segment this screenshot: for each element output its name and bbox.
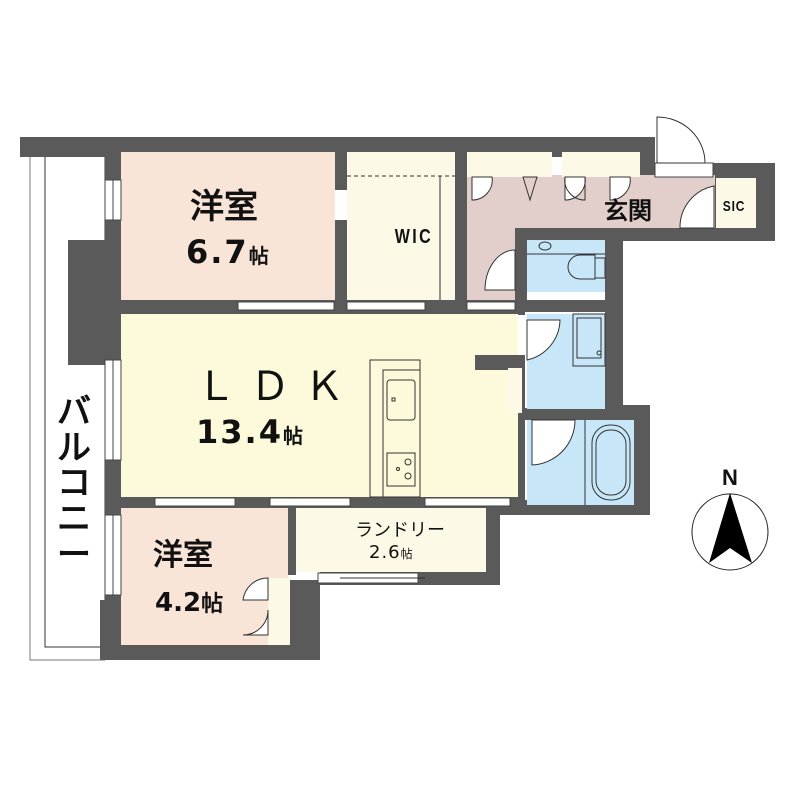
kitchen-sink	[386, 379, 416, 421]
laundry-area-unit: 帖	[400, 547, 414, 561]
room-fills	[121, 152, 756, 645]
compass	[691, 493, 769, 571]
bedroom2-area: 4.2帖	[155, 590, 223, 616]
ldk-notch	[475, 355, 525, 370]
sic-floor	[716, 178, 756, 228]
laundry-label: ランドリー	[355, 520, 445, 541]
bedroom1-area: 6.7帖	[186, 236, 269, 268]
wic-floor	[347, 152, 455, 300]
ldk-area-value: 13.4	[196, 413, 283, 451]
balcony-char: ー	[57, 534, 91, 575]
bedroom1-area-value: 6.7	[186, 233, 249, 271]
toilet-tank	[538, 241, 552, 251]
compass-north-label: N	[722, 465, 738, 490]
bedroom1-label: 洋室	[190, 187, 258, 227]
washbasin	[572, 313, 606, 367]
kitchen-counter	[369, 359, 421, 498]
wic-label: WIC	[394, 226, 434, 248]
balcony-char: ル	[57, 427, 91, 468]
ldk-label: ＬＤＫ	[196, 364, 358, 410]
entrance-closet-1	[467, 152, 552, 177]
entrance-label: 玄関	[604, 197, 652, 225]
north-arrow-icon	[709, 493, 752, 563]
toilet-bowl	[567, 254, 596, 280]
ldk-area: 13.4帖	[196, 416, 303, 448]
bedroom1-area-unit: 帖	[248, 244, 269, 268]
ldk-floor	[121, 314, 518, 497]
toilet-floor	[527, 240, 605, 292]
bedroom2-area-unit: 帖	[201, 592, 224, 617]
balcony-char: コ	[57, 463, 91, 504]
balcony	[29, 154, 106, 661]
laundry-floor	[296, 508, 486, 572]
bedroom2-floor	[121, 508, 288, 645]
balcony-char: ニ	[57, 499, 91, 540]
ldk-storage	[508, 368, 522, 413]
door-swings	[242, 116, 715, 636]
bathtub	[591, 424, 631, 501]
balcony-label: バ ル コ ニ ー	[54, 392, 94, 575]
balcony-char: バ	[57, 392, 91, 432]
kitchen-stove	[386, 452, 416, 487]
bedroom1-floor	[121, 152, 335, 300]
sic-label: SIC	[722, 198, 746, 215]
bedroom2-label: 洋室	[153, 538, 213, 573]
fixtures	[340, 175, 631, 579]
laundry-area: 2.6帖	[369, 544, 414, 562]
ldk-area-unit: 帖	[282, 424, 303, 448]
entrance-closet-2	[562, 152, 640, 177]
bedroom2-area-value: 4.2	[155, 588, 202, 618]
bedroom2-closet	[268, 578, 290, 645]
laundry-area-value: 2.6	[369, 542, 401, 563]
